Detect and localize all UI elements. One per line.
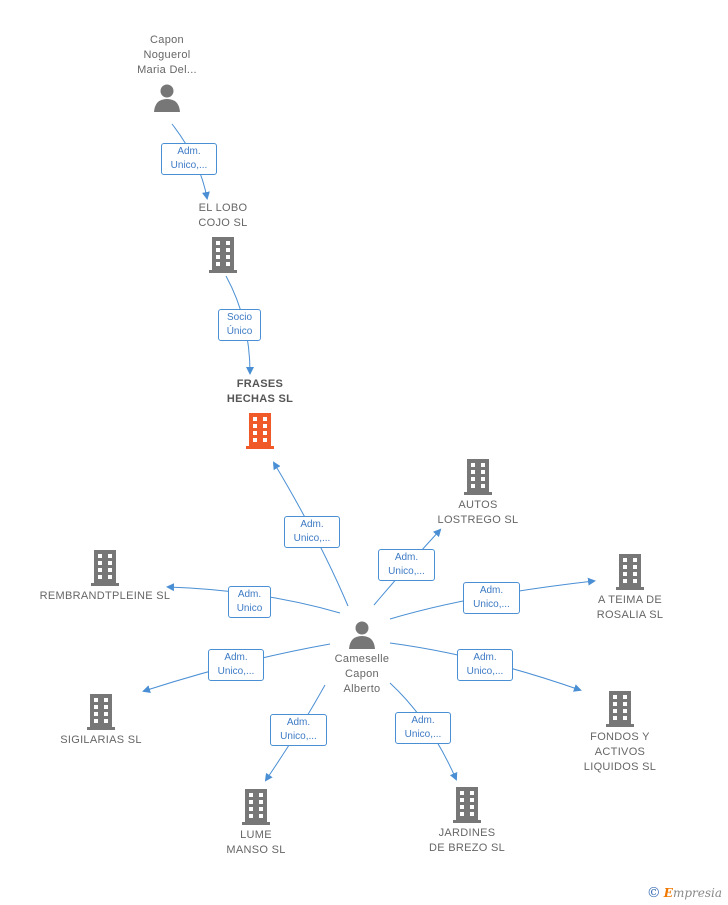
node-label: EL LOBO COJO SL (198, 202, 248, 229)
node-el-lobo-cojo[interactable]: EL LOBO COJO SL (173, 201, 273, 273)
relation-label-cam-sigilarias[interactable]: Adm. Unico,... (208, 649, 264, 681)
node-frases-hechas[interactable]: FRASES HECHAS SL (205, 377, 315, 449)
person-icon (154, 84, 180, 112)
building-icon (606, 691, 634, 727)
node-jardines-de-brezo[interactable]: JARDINES DE BREZO SL (417, 787, 517, 856)
relation-label-cam-lume[interactable]: Adm. Unico,... (270, 714, 327, 746)
brand-initial: E (663, 886, 673, 900)
node-label: FRASES HECHAS SL (226, 378, 294, 405)
node-lume-manso[interactable]: LUME MANSO SL (206, 789, 306, 858)
relation-label-lobo-frases[interactable]: Socio Único (218, 309, 261, 341)
building-icon (242, 789, 270, 825)
node-fondos-y-activos[interactable]: FONDOS Y ACTIVOS LIQUIDOS SL (568, 691, 672, 775)
relation-label-cam-teima[interactable]: Adm. Unico,... (463, 582, 520, 614)
empresia-logo[interactable]: ©Empresia (647, 885, 722, 901)
relation-label-capon-lobo[interactable]: Adm. Unico,... (161, 143, 217, 175)
node-cameselle-capon-alberto[interactable]: Cameselle Capon Alberto (312, 619, 412, 697)
node-label: REMBRANDTPLEINE SL (39, 590, 171, 602)
building-icon (91, 550, 119, 586)
node-autos-lostrego[interactable]: AUTOS LOSTREGO SL (428, 459, 528, 528)
node-label: Cameselle Capon Alberto (334, 653, 390, 695)
node-rembrandtpleine[interactable]: REMBRANDTPLEINE SL (30, 550, 180, 604)
node-label: SIGILARIAS SL (60, 734, 142, 746)
relation-label-cam-autos[interactable]: Adm. Unico,... (378, 549, 435, 581)
brand-name: mpresia (672, 886, 722, 900)
person-icon (349, 621, 375, 649)
copyright-icon: © (646, 885, 661, 901)
building-icon (464, 459, 492, 495)
relation-label-cam-jardines[interactable]: Adm. Unico,... (395, 712, 451, 744)
building-icon (453, 787, 481, 823)
building-icon (246, 413, 274, 449)
relation-label-cam-fondos[interactable]: Adm. Unico,... (457, 649, 513, 681)
building-icon (209, 237, 237, 273)
relation-label-cam-rembrandt[interactable]: Adm. Unico (228, 586, 271, 618)
node-label: LUME MANSO SL (226, 829, 286, 856)
node-label: FONDOS Y ACTIVOS LIQUIDOS SL (583, 731, 657, 773)
node-label: Capon Noguerol Maria Del... (137, 34, 197, 76)
node-label: A TEIMA DE ROSALIA SL (596, 594, 664, 621)
node-label: AUTOS LOSTREGO SL (437, 499, 519, 526)
node-a-teima-de-rosalia[interactable]: A TEIMA DE ROSALIA SL (580, 554, 680, 623)
node-capon-noguerol[interactable]: Capon Noguerol Maria Del... (117, 33, 217, 112)
relation-label-cam-frases[interactable]: Adm. Unico,... (284, 516, 340, 548)
node-label: JARDINES DE BREZO SL (428, 827, 506, 854)
building-icon (87, 694, 115, 730)
node-sigilarias[interactable]: SIGILARIAS SL (51, 694, 151, 748)
building-icon (616, 554, 644, 590)
